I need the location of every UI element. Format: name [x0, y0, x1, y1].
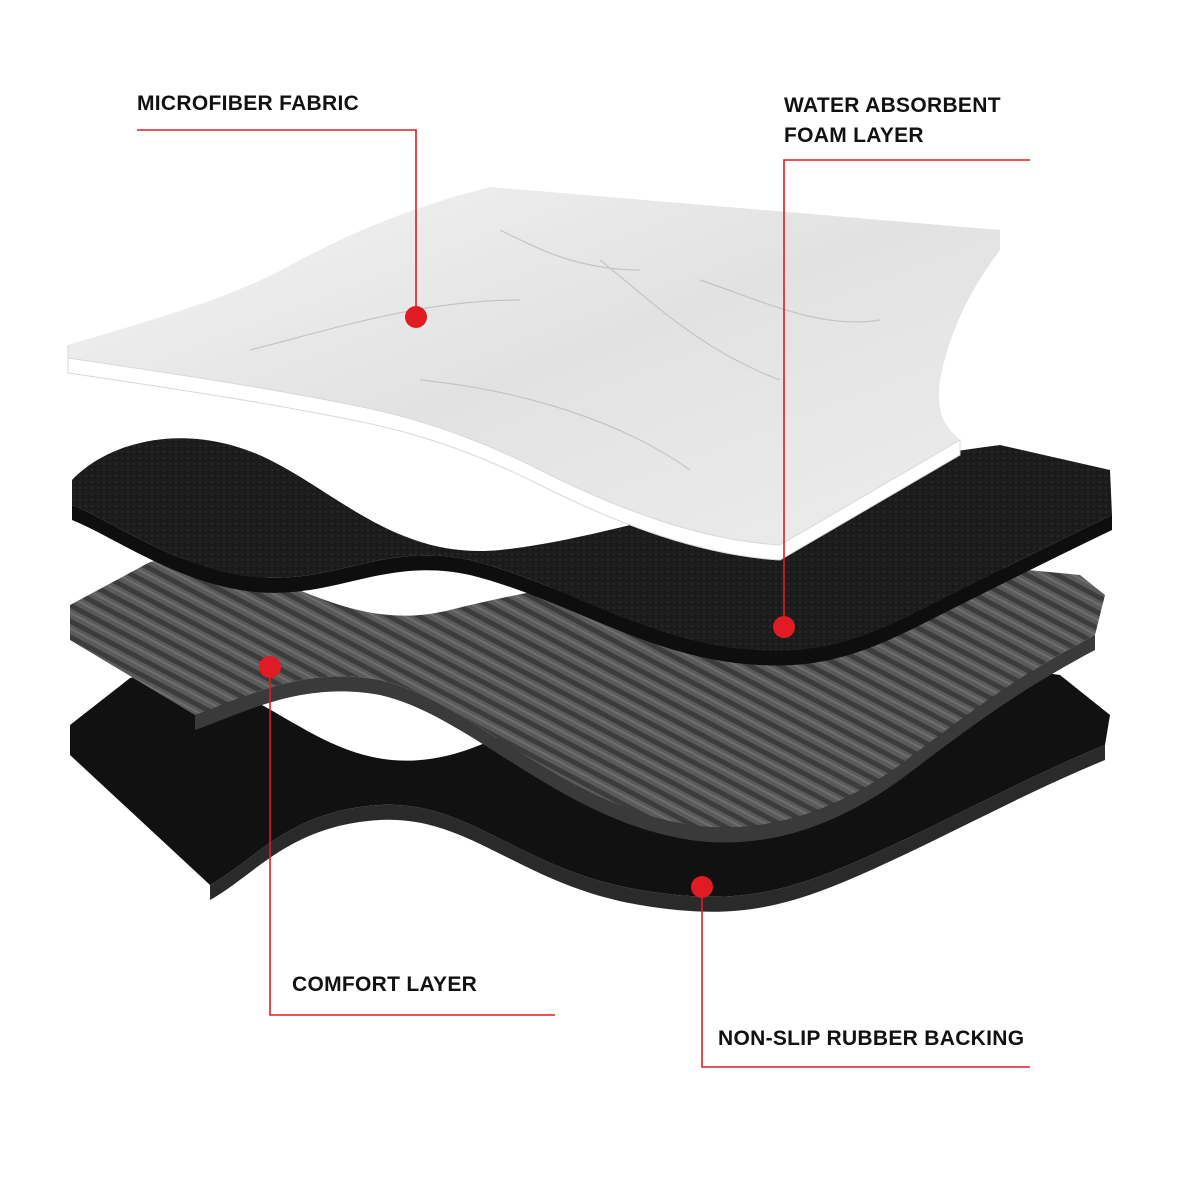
rubber-backing-text: NON-SLIP RUBBER BACKING [718, 1027, 1025, 1050]
foam-layer-label: WATER ABSORBENT FOAM LAYER [784, 91, 1001, 151]
foam-layer-text-line1: WATER ABSORBENT [784, 94, 1001, 117]
rubber-marker-dot [691, 876, 713, 898]
callout-lines [137, 129, 1030, 1068]
microfiber-marker-dot [405, 306, 427, 328]
foam-marker-dot [773, 616, 795, 638]
rubber-leader-line [701, 887, 1030, 1068]
comfort-layer-label: COMFORT LAYER [292, 970, 477, 1000]
microfiber-fabric-text: MICROFIBER FABRIC [137, 92, 360, 115]
callout-dots [259, 306, 795, 898]
comfort-leader-line [269, 665, 555, 1016]
comfort-marker-dot [259, 656, 281, 678]
rubber-backing-label: NON-SLIP RUBBER BACKING [718, 1024, 1024, 1054]
foam-layer-text-line2: FOAM LAYER [784, 124, 924, 147]
comfort-layer-text: COMFORT LAYER [292, 973, 478, 996]
microfiber-leader-line [137, 129, 417, 315]
foam-leader-line [783, 159, 1030, 627]
microfiber-fabric-layer [67, 187, 1000, 561]
microfiber-fabric-label: MICROFIBER FABRIC [137, 89, 359, 119]
